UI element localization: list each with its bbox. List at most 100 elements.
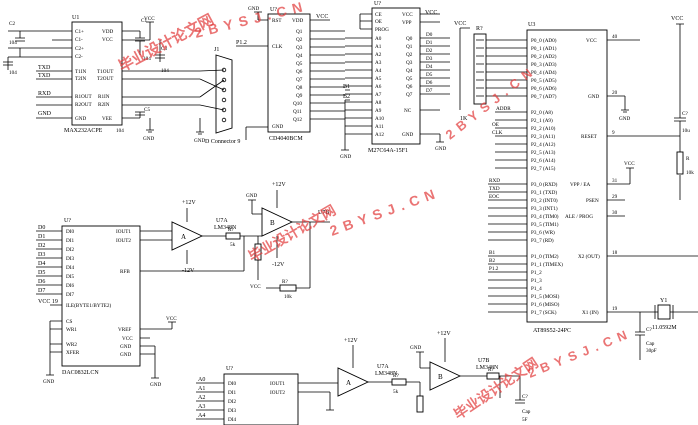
svg-text:PROG: PROG [375, 27, 389, 33]
svg-text:C1: C1 [141, 18, 147, 24]
opamp-b-bottom: B +12V GND U7B LM348N R? C? Cap 5F [410, 331, 531, 423]
svg-text:U?: U? [64, 218, 71, 224]
svg-text:OE: OE [492, 122, 499, 128]
svg-text:P0_5 (AD5): P0_5 (AD5) [531, 77, 557, 84]
svg-text:10k: 10k [284, 294, 292, 300]
svg-text:C5: C5 [144, 107, 150, 113]
svg-text:Q9: Q9 [296, 93, 303, 99]
svg-text:A5: A5 [375, 76, 382, 82]
svg-text:Q8: Q8 [296, 85, 303, 91]
svg-text:P1_7 (SCK): P1_7 (SCK) [531, 309, 557, 316]
svg-text:CE: CE [375, 12, 382, 18]
svg-text:VCC: VCC [166, 316, 177, 322]
svg-text:31: 31 [612, 178, 618, 184]
svg-text:GND: GND [248, 6, 259, 12]
svg-text:RXD: RXD [38, 91, 51, 97]
svg-text:U3: U3 [528, 22, 535, 28]
svg-text:29: 29 [612, 194, 618, 200]
svg-text:GND: GND [120, 344, 131, 350]
svg-text:A0: A0 [375, 36, 382, 42]
svg-text:U?: U? [226, 366, 233, 372]
svg-text:毕业设计论文网: 毕业设计论文网 [246, 202, 339, 266]
svg-text:VDD: VDD [102, 29, 113, 35]
svg-text:Q3: Q3 [296, 45, 303, 51]
svg-text:D1: D1 [38, 234, 45, 240]
svg-text:X1 (IN): X1 (IN) [582, 309, 599, 316]
db9-connector: J1 D Connector 9 GND [194, 47, 240, 145]
svg-text:P1_5 (MOSI): P1_5 (MOSI) [531, 293, 560, 300]
svg-text:D6: D6 [426, 80, 433, 86]
svg-text:P2_6 (A14): P2_6 (A14) [531, 157, 556, 164]
svg-text:D7: D7 [426, 88, 433, 94]
svg-text:Cap: Cap [646, 341, 655, 347]
svg-text:EOC: EOC [489, 194, 500, 200]
svg-text:VDD: VDD [292, 18, 303, 24]
svg-text:P1.2: P1.2 [236, 40, 247, 46]
svg-text:A0: A0 [198, 377, 205, 383]
svg-text:DI0: DI0 [66, 229, 74, 235]
svg-text:VEE: VEE [102, 116, 112, 122]
svg-text:DAC0832LCN: DAC0832LCN [62, 370, 99, 376]
svg-text:U7B: U7B [318, 210, 329, 216]
svg-text:GND: GND [588, 94, 599, 100]
svg-text:A2: A2 [375, 52, 382, 58]
svg-text:B2: B2 [343, 94, 350, 100]
svg-text:D0: D0 [426, 32, 433, 38]
svg-text:A1: A1 [375, 44, 382, 50]
svg-text:+12V: +12V [344, 338, 358, 344]
svg-text:VCC: VCC [425, 10, 437, 16]
svg-text:P1_4: P1_4 [531, 286, 542, 292]
svg-text:D0: D0 [38, 225, 45, 231]
svg-text:R1IN: R1IN [98, 94, 110, 100]
svg-text:D4: D4 [426, 64, 433, 70]
svg-text:GND: GND [246, 193, 257, 199]
svg-text:RST: RST [272, 18, 282, 24]
svg-text:CLK: CLK [272, 44, 283, 50]
svg-text:+12V: +12V [437, 331, 451, 337]
svg-text:WR1: WR1 [66, 327, 77, 333]
svg-text:GND: GND [619, 116, 630, 122]
svg-text:VCC: VCC [624, 161, 635, 167]
svg-text:P3_2 (INT0): P3_2 (INT0) [531, 197, 558, 204]
opamp-a-bottom: A +12V U7A LM348N R? 5k [337, 338, 420, 397]
svg-text:104: 104 [9, 40, 17, 46]
svg-text:P1_3: P1_3 [531, 278, 542, 284]
svg-text:VCC: VCC [316, 14, 328, 20]
svg-text:TXD: TXD [489, 186, 500, 192]
svg-text:104: 104 [143, 56, 151, 62]
svg-text:P0_7 (AD7): P0_7 (AD7) [531, 93, 557, 100]
svg-text:ADDR: ADDR [496, 106, 511, 112]
at89s52-mcu: U3 AT89S52-24PC P0_0 (AD0) P0_1 (AD1) P0… [488, 22, 698, 334]
max232-part: MAX232ACPE [64, 128, 103, 134]
svg-text:R2OUT: R2OUT [75, 102, 93, 108]
svg-text:T2OUT: T2OUT [97, 76, 114, 82]
dac0832-bottom: U? DI0 DI1 DI2 DI3 DI4 IOUT1 IOUT2 A0 A1… [196, 366, 338, 425]
svg-text:M27C64A-15F1: M27C64A-15F1 [368, 148, 408, 154]
svg-text:P0_0 (AD0): P0_0 (AD0) [531, 37, 557, 44]
svg-text:GND: GND [38, 111, 52, 117]
svg-text:CLK: CLK [492, 130, 503, 136]
dac0832-top: U? DAC0832LCN DI0 DI1 DI2 DI3 DI4 DI5 DI… [36, 218, 177, 388]
svg-text:A8: A8 [375, 100, 382, 106]
svg-text:毕业设计论文网: 毕业设计论文网 [115, 10, 216, 75]
svg-text:DI6: DI6 [66, 283, 74, 289]
svg-text:IOUT1: IOUT1 [116, 229, 131, 235]
svg-text:GND: GND [143, 136, 154, 142]
svg-text:A10: A10 [375, 116, 384, 122]
svg-text:ALE / PROG: ALE / PROG [565, 214, 593, 220]
svg-text:1K: 1K [460, 116, 468, 122]
svg-text:C3: C3 [161, 46, 167, 52]
svg-text:104: 104 [116, 128, 124, 134]
svg-text:C1+: C1+ [75, 29, 84, 35]
svg-text:GND: GND [194, 138, 205, 144]
svg-text:VPP / EA: VPP / EA [570, 182, 591, 188]
svg-text:P1_0 (TIM2): P1_0 (TIM2) [531, 253, 559, 260]
svg-text:10u: 10u [682, 128, 690, 134]
svg-text:DI4: DI4 [228, 417, 236, 423]
svg-text:R1OUT: R1OUT [75, 94, 93, 100]
svg-text:P3_6 (WR): P3_6 (WR) [531, 229, 555, 236]
svg-text:C?: C? [522, 394, 528, 400]
svg-text:OE: OE [375, 19, 382, 25]
svg-text:P2_2 (A10): P2_2 (A10) [531, 125, 556, 132]
max232-ref: U1 [72, 15, 79, 21]
